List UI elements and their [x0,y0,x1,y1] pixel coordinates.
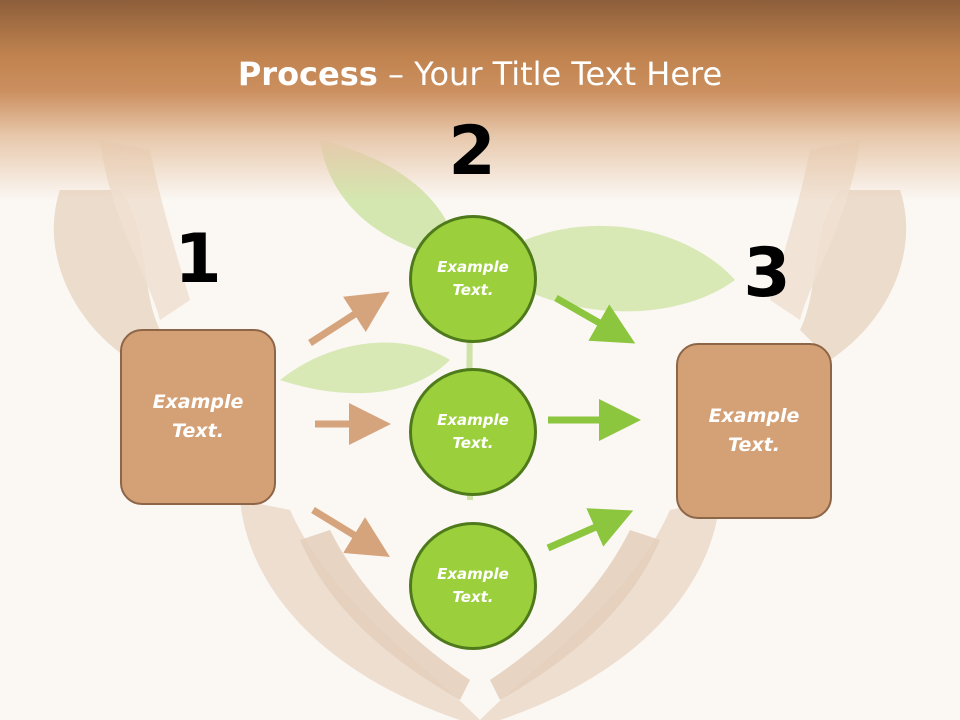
circle-top-text-line2: Text. [452,281,494,299]
arrow-1-to-bottom [311,507,390,557]
arrow-top-to-3 [554,294,636,344]
box-3-text-line2: Text. [728,434,780,456]
step-number-2: 2 [448,112,496,191]
circle-bottom-text-line1: Example [437,565,509,583]
title-rest: – Your Title Text Here [377,55,723,93]
box-1-text-line2: Text. [172,420,224,442]
arrow-bottom-to-3 [546,508,634,552]
slide-title: Process – Your Title Text Here [0,52,960,96]
title-bold: Process [237,55,378,93]
circle-top-text-line1: Example [437,258,509,276]
box-3-text-line1: Example [708,405,800,427]
circle-middle-text-line1: Example [437,411,509,429]
circle-bottom-text-line2: Text. [452,588,494,606]
step-number-1: 1 [174,220,222,299]
circle-middle-text-line2: Text. [452,434,494,452]
box-1-text-line1: Example [152,391,244,413]
step-number-3: 3 [743,234,791,313]
arrow-1-to-top [308,291,390,346]
title-banner [0,0,960,200]
